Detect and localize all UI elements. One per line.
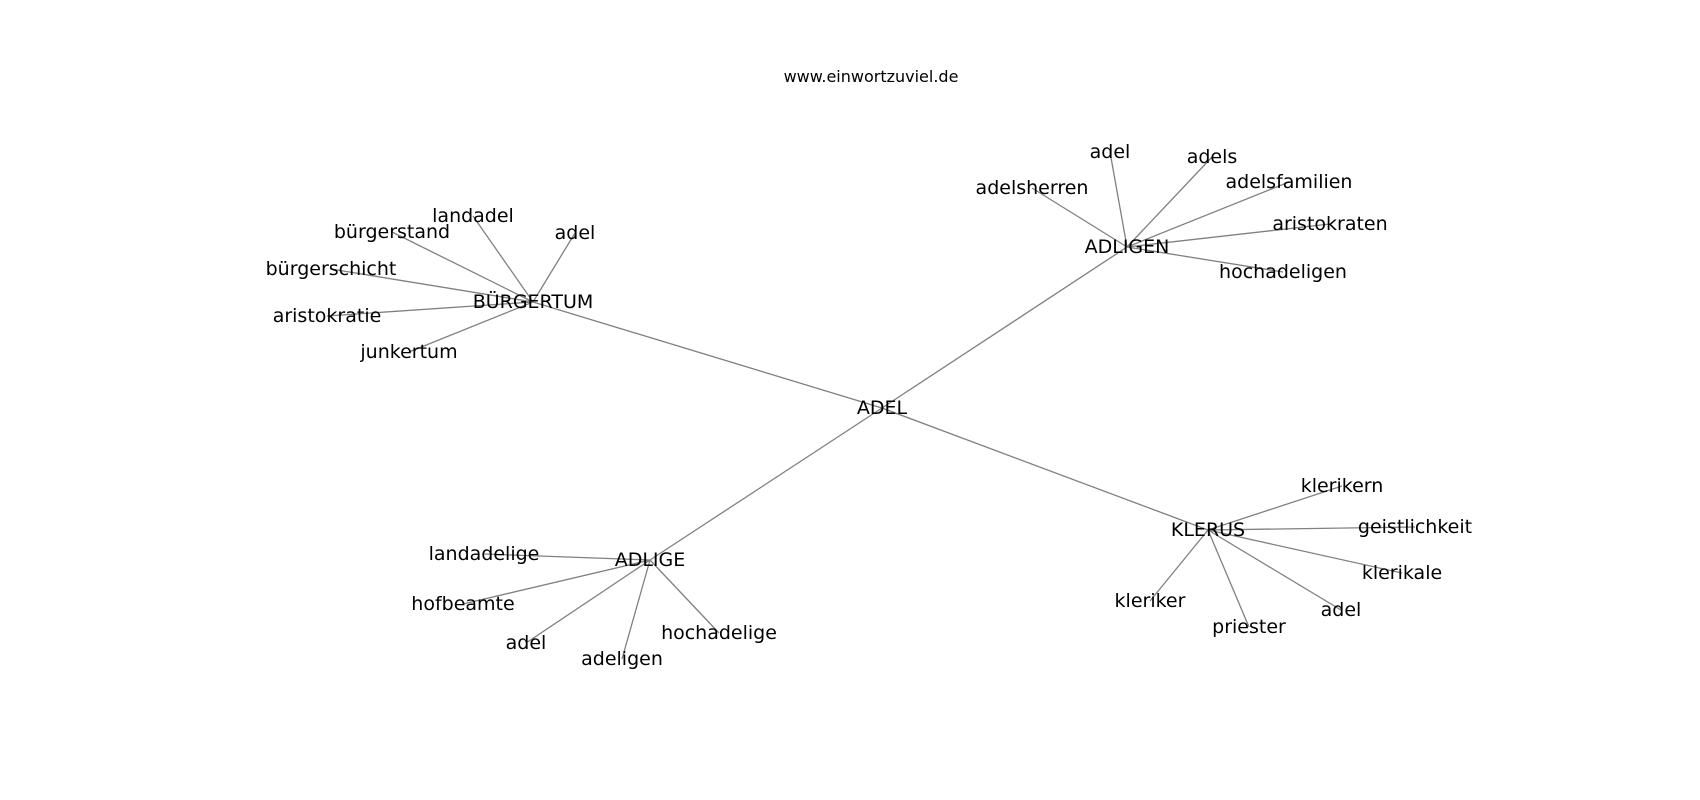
site-url: www.einwortzuviel.de — [784, 67, 959, 86]
graph-edge — [649, 559, 720, 634]
leaf-node-label: adelsfamilien — [1226, 171, 1353, 193]
leaf-node-label: hofbeamte — [411, 593, 514, 615]
graph-edge — [408, 301, 534, 353]
leaf-node-label: priester — [1212, 616, 1286, 638]
leaf-node-label: adeligen — [581, 648, 663, 670]
graph-edge — [621, 559, 651, 660]
leaf-node-label: hochadeligen — [1219, 261, 1347, 283]
leaf-node-label: kleriker — [1115, 590, 1186, 612]
leaf-node-label: klerikale — [1362, 562, 1442, 584]
graph-edge — [1149, 529, 1209, 602]
graph-edge — [1207, 529, 1403, 574]
leaf-node-label: landadelige — [429, 543, 540, 565]
graph-edge — [1207, 529, 1250, 628]
leaf-node-label: bürgerschicht — [266, 258, 397, 280]
graph-edge — [483, 553, 651, 561]
graph-edge — [330, 268, 534, 303]
graph-edge — [881, 246, 1128, 409]
graph-edge — [649, 407, 883, 561]
graph-edge — [1207, 529, 1342, 611]
graph-edge — [532, 301, 883, 409]
graph-edge — [1126, 246, 1284, 273]
graph-edge — [462, 559, 651, 605]
graph-edge — [326, 301, 534, 317]
leaf-node-label: aristokratie — [273, 305, 382, 327]
hub-node-label: ADLIGEN — [1085, 236, 1170, 258]
leaf-node-label: landadel — [432, 205, 514, 227]
leaf-node-label: adels — [1187, 146, 1238, 168]
root-node-label: ADEL — [857, 397, 908, 419]
leaf-node-label: adel — [1321, 599, 1362, 621]
leaf-node-label: junkertum — [359, 341, 457, 363]
graph-edge — [472, 215, 534, 303]
hub-node-label: ADLIGE — [615, 549, 686, 571]
graph-edge — [391, 231, 534, 303]
hub-node-label: BÜRGERTUM — [473, 290, 594, 313]
leaf-node-label: geistlichkeit — [1358, 516, 1472, 538]
graph-edge — [1031, 187, 1128, 248]
graph-edge — [1207, 485, 1343, 531]
graph-edge — [532, 232, 576, 303]
graph-edge — [1126, 181, 1290, 248]
graph-edge — [1126, 223, 1331, 248]
leaf-node-label: adel — [506, 632, 547, 654]
leaf-node-label: adel — [1090, 141, 1131, 163]
leaf-node-label: aristokraten — [1272, 213, 1387, 235]
graph-edges — [326, 151, 1416, 660]
graph-edge — [1109, 151, 1128, 248]
leaf-node-label: hochadelige — [661, 622, 777, 644]
leaf-node-label: adelsherren — [976, 177, 1089, 199]
graph-edge — [1207, 526, 1416, 531]
graph-edge — [881, 407, 1209, 531]
hub-node-label: KLERUS — [1171, 519, 1245, 541]
leaf-node-label: bürgerstand — [334, 221, 450, 243]
graph-edge — [525, 559, 651, 644]
leaf-node-label: adel — [555, 222, 596, 244]
graph-edge — [1126, 156, 1213, 248]
leaf-node-label: klerikern — [1301, 475, 1384, 497]
